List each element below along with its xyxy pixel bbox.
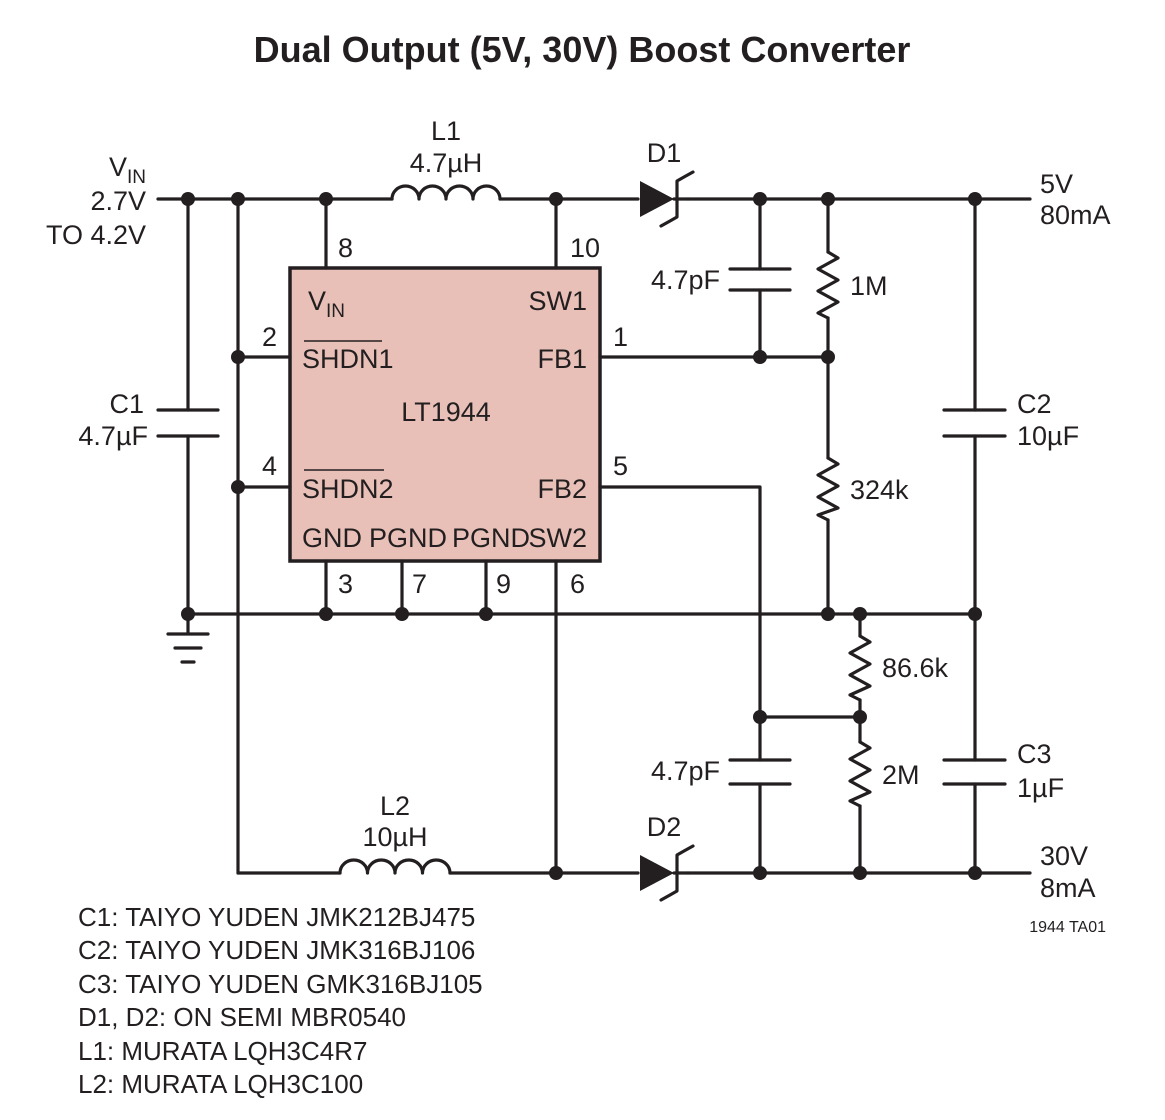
pin-label-pgnd-a: PGND (369, 523, 447, 553)
pin-label-shdn1: SHDN1 (302, 344, 394, 374)
c2-name: C2 (1017, 389, 1052, 419)
r-86-6k-value: 86.6k (882, 653, 949, 683)
d2-name: D2 (647, 812, 682, 842)
inductor-l1 (390, 184, 502, 201)
r-1m-value: 1M (850, 271, 888, 301)
figure-id: 1944 TA01 (1029, 919, 1106, 936)
resistor-1m (816, 250, 840, 320)
diode-d2 (640, 844, 695, 902)
parts-note: D1, D2: ON SEMI MBR0540 (78, 1002, 406, 1032)
pin-number-6: 6 (570, 569, 585, 599)
parts-note: L2: MURATA LQH3C100 (78, 1069, 363, 1099)
l1-value: 4.7µH (410, 148, 483, 178)
r-2m-value: 2M (882, 760, 920, 790)
ground-symbol (166, 632, 210, 664)
pin-number-3: 3 (338, 569, 353, 599)
capacitor-feedforward-1 (728, 267, 792, 292)
vin-range-max: TO 4.2V (46, 220, 146, 250)
parts-note: L1: MURATA LQH3C4R7 (78, 1036, 367, 1066)
pin-number-10: 10 (570, 233, 600, 263)
pin-label-pgnd-b: PGND (452, 523, 530, 553)
output1-current: 80mA (1040, 200, 1111, 230)
output2-voltage: 30V (1040, 841, 1088, 871)
cff2-value: 4.7pF (651, 756, 720, 786)
cff1-value: 4.7pF (651, 265, 720, 295)
parts-note: C2: TAIYO YUDEN JMK316BJ106 (78, 935, 475, 965)
c1-value: 4.7µF (78, 421, 148, 451)
vin-label: VIN (109, 152, 146, 188)
lt1944-chip (288, 266, 602, 563)
output1-voltage: 5V (1040, 169, 1073, 199)
pin-label-sw1: SW1 (528, 286, 587, 316)
c2-value: 10µF (1017, 421, 1079, 451)
pin-number-9: 9 (496, 569, 511, 599)
parts-list: C1: TAIYO YUDEN JMK212BJ475 C2: TAIYO YU… (78, 902, 483, 1099)
pin-label-shdn2: SHDN2 (302, 474, 394, 504)
resistor-324k (816, 456, 840, 522)
diode-d1 (640, 170, 695, 228)
capacitor-c2 (942, 408, 1007, 438)
vin-range-min: 2.7V (90, 186, 146, 216)
l2-name: L2 (380, 791, 410, 821)
resistor-2m (848, 740, 872, 808)
d1-name: D1 (647, 138, 682, 168)
pin-number-7: 7 (412, 569, 427, 599)
pin-number-5: 5 (613, 451, 628, 481)
pin-label-gnd: GND (302, 523, 362, 553)
capacitor-feedforward-2 (728, 758, 792, 786)
pin-number-8: 8 (338, 233, 353, 263)
chip-name: LT1944 (401, 397, 491, 427)
diagram-title: Dual Output (5V, 30V) Boost Converter (254, 29, 911, 70)
junction-dots (181, 192, 982, 880)
pin-label-vin: VIN (308, 286, 345, 322)
c3-value: 1µF (1017, 773, 1064, 803)
parts-note: C1: TAIYO YUDEN JMK212BJ475 (78, 902, 475, 932)
pin-number-1: 1 (613, 322, 628, 352)
pin-label-fb2: FB2 (537, 474, 587, 504)
inductor-l2 (338, 858, 452, 875)
c1-name: C1 (109, 389, 144, 419)
pin-number-4: 4 (262, 451, 277, 481)
output2-current: 8mA (1040, 873, 1096, 903)
pin-label-fb1: FB1 (537, 344, 587, 374)
l1-name: L1 (431, 116, 461, 146)
capacitor-c3 (942, 758, 1007, 786)
l2-value: 10µH (362, 822, 427, 852)
r-324k-value: 324k (850, 475, 909, 505)
parts-note: C3: TAIYO YUDEN GMK316BJ105 (78, 969, 483, 999)
pin-label-sw2: SW2 (528, 523, 587, 553)
resistor-86-6k (848, 634, 872, 702)
pin-number-2: 2 (262, 322, 277, 352)
c3-name: C3 (1017, 739, 1052, 769)
capacitor-c1 (156, 408, 220, 438)
